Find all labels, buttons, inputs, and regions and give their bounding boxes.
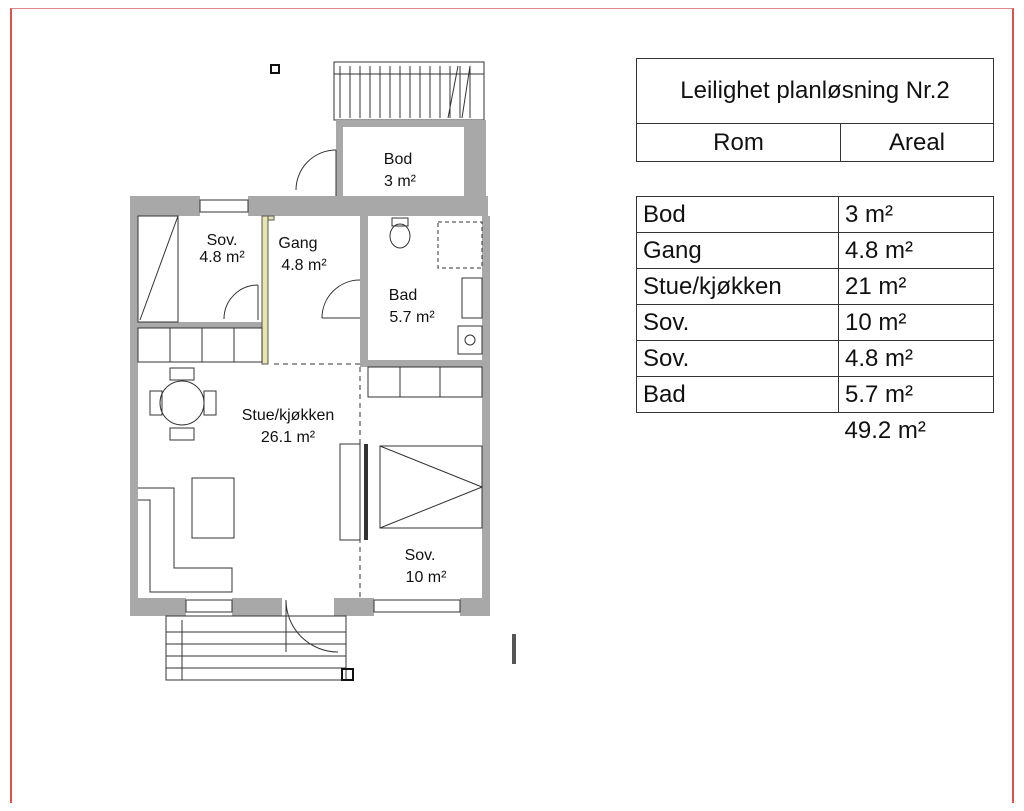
room-name: Bod — [636, 196, 839, 233]
doors — [223, 149, 361, 653]
bod-label: Bod — [384, 151, 412, 168]
room-area: 4.8 m² — [838, 232, 994, 269]
stue-label: Stue/kjøkken — [242, 407, 334, 424]
floor-plan: Bod 3 m² Sov. 4.8 m² Gang 4.8 m² Bad 5.7… — [130, 61, 490, 681]
sov-small-area: 4.8 m² — [199, 249, 245, 266]
marker-bottom — [341, 668, 354, 681]
room-name: Sov. — [636, 304, 839, 341]
room-name: Bad — [636, 376, 839, 413]
room-name: Sov. — [636, 340, 839, 377]
table-row: Bod 3 m² — [636, 196, 994, 233]
sov-small-label: Sov. — [207, 232, 238, 249]
bad-label: Bad — [389, 287, 417, 304]
zone-lines — [274, 363, 361, 598]
bod-area: 3 m² — [384, 173, 417, 190]
bottom-balcony-railing — [165, 615, 347, 681]
total-area: 49.2 m² — [844, 416, 926, 444]
cursor-bar — [512, 634, 516, 664]
dining-table — [149, 367, 217, 441]
living-furniture — [138, 443, 368, 593]
marker-top — [270, 64, 280, 74]
table-row: Sov. 10 m² — [636, 304, 994, 341]
table-title: Leilighet planløsning Nr.2 — [636, 58, 994, 124]
gang-label: Gang — [278, 235, 317, 252]
bad-area: 5.7 m² — [389, 309, 435, 326]
table-row: Gang 4.8 m² — [636, 232, 994, 269]
room-name: Gang — [636, 232, 839, 269]
room-area: 21 m² — [838, 268, 994, 305]
gang-area: 4.8 m² — [281, 257, 327, 274]
room-name: Stue/kjøkken — [636, 268, 839, 305]
area-table: Bod 3 m² Gang 4.8 m² Stue/kjøkken 21 m² … — [636, 196, 994, 448]
column-header-area: Areal — [840, 123, 994, 162]
total-spacer — [637, 413, 839, 449]
table-row: Stue/kjøkken 21 m² — [636, 268, 994, 305]
title-table: Leilighet planløsning Nr.2 Rom Areal — [636, 58, 994, 162]
sov-large-area: 10 m² — [406, 569, 448, 586]
kitchen-counter — [137, 327, 263, 363]
windows — [185, 199, 461, 613]
bed — [379, 445, 483, 529]
page-frame — [10, 8, 1014, 803]
sov-small-wardrobe — [137, 215, 179, 323]
total-row: 49.2 m² — [637, 413, 994, 449]
sov-large-label: Sov. — [405, 547, 436, 564]
room-area: 10 m² — [838, 304, 994, 341]
gang-walls — [261, 215, 275, 365]
stue-area: 26.1 m² — [261, 429, 316, 446]
column-header-room: Rom — [636, 123, 841, 162]
table-row: Sov. 4.8 m² — [636, 340, 994, 377]
sov-large-wardrobe — [367, 366, 483, 398]
room-area: 4.8 m² — [838, 340, 994, 377]
table-row: Bad 5.7 m² — [636, 376, 994, 413]
walls — [130, 120, 490, 616]
top-balcony-railing — [333, 61, 485, 121]
room-area: 5.7 m² — [838, 376, 994, 413]
bathroom-fixtures — [389, 217, 483, 355]
room-area: 3 m² — [838, 196, 994, 233]
